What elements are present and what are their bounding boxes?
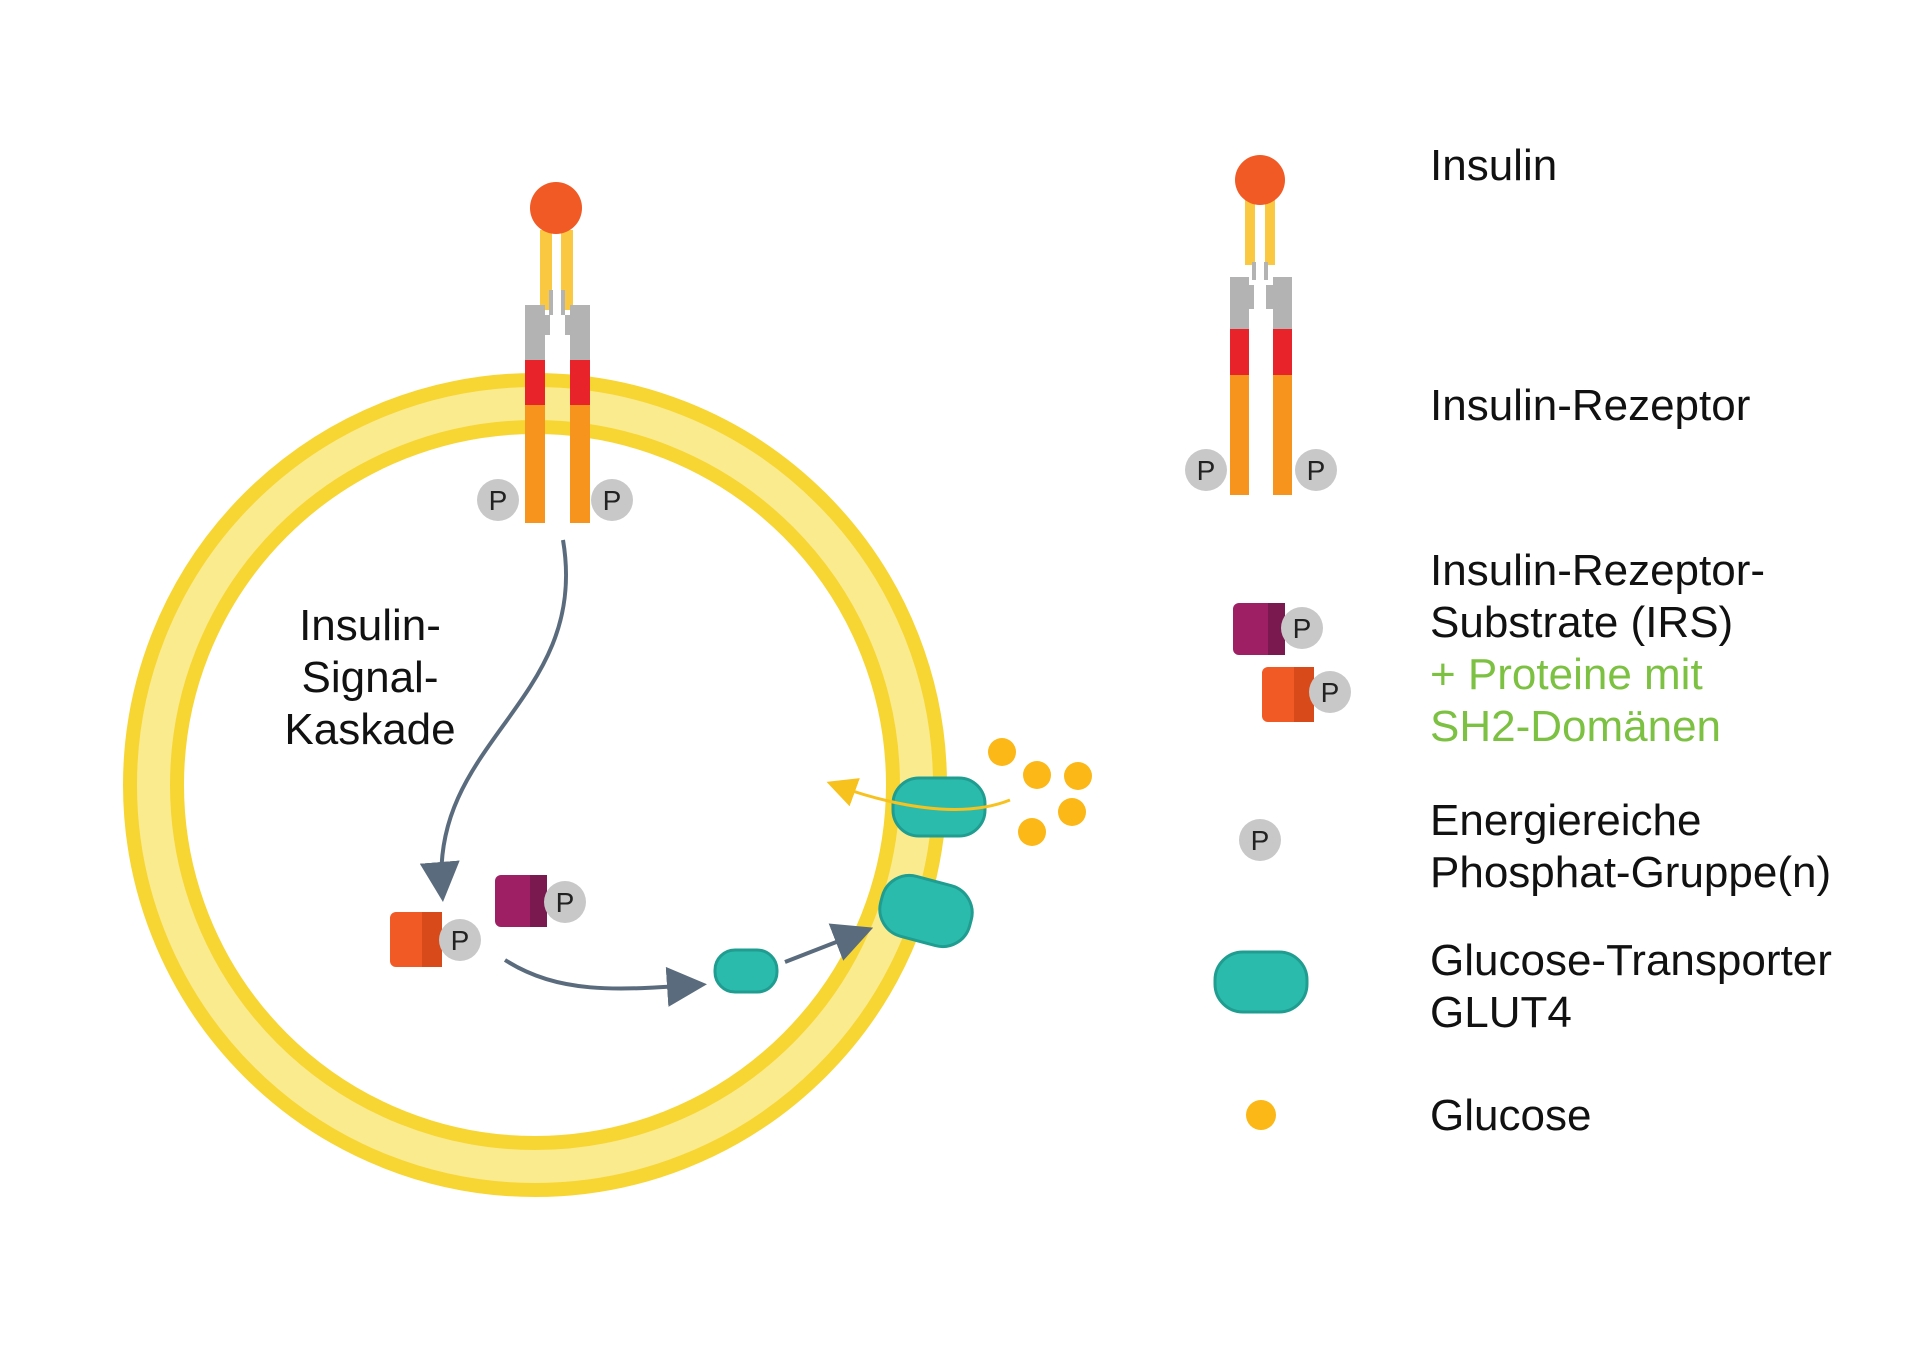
legend-receptor-icon: P P [1185, 262, 1337, 495]
translocation-arrow-1 [503, 958, 707, 1007]
receptor-phosphate-right: P [591, 479, 633, 521]
legend-irs-label: Insulin-Rezeptor- Substrate (IRS) + Prot… [1430, 545, 1765, 753]
svg-text:P: P [1197, 455, 1216, 486]
svg-text:P: P [1251, 825, 1270, 856]
legend-glut4-label: Glucose-Transporter GLUT4 [1430, 935, 1832, 1039]
legend-glut4-line-1: Glucose-Transporter [1430, 936, 1832, 985]
membrane-insulin-receptor [525, 182, 590, 523]
legend-phosphate-icon: P [1239, 819, 1281, 861]
legend-phosphate-line-2: Phosphat-Gruppe(n) [1430, 848, 1832, 897]
legend-insulin-label: Insulin [1430, 141, 1558, 190]
glut4-membrane-upper [891, 776, 987, 838]
legend-insulin-icon [1235, 155, 1285, 265]
legend-receptor-label: Insulin-Rezeptor [1430, 381, 1751, 430]
legend-irs-icon: P [1233, 603, 1323, 655]
legend-sh2-line-2: SH2-Domänen [1430, 702, 1722, 751]
glucose-uptake-arrow [826, 778, 1011, 811]
svg-text:P: P [489, 485, 508, 516]
glucose-molecules [988, 738, 1092, 846]
cascade-line-2: Signal- [301, 653, 439, 702]
sh2-protein: P [390, 912, 481, 967]
legend-glucose-icon [1246, 1100, 1276, 1130]
cascade-line-1: Insulin- [299, 601, 441, 650]
svg-text:P: P [1307, 455, 1326, 486]
legend-sh2-icon: P [1262, 667, 1351, 722]
receptor-phosphate-left: P [477, 479, 519, 521]
legend-glucose-label: Glucose [1430, 1091, 1592, 1140]
legend-sh2-line-1: + Proteine mit [1430, 650, 1703, 699]
svg-text:P: P [1293, 613, 1312, 644]
legend-phosphate-label: Energiereiche Phosphat-Gruppe(n) [1430, 795, 1831, 899]
legend-glut4-icon [1213, 950, 1309, 1014]
irs-protein: P [495, 875, 586, 927]
legend-phosphate-line-1: Energiereiche [1430, 796, 1702, 845]
translocation-arrow-2 [784, 923, 874, 964]
cascade-arrow [419, 539, 568, 902]
cascade-label: Insulin- Signal- Kaskade [240, 600, 500, 756]
cascade-line-3: Kaskade [284, 705, 456, 754]
svg-text:P: P [603, 485, 622, 516]
cell-membrane [123, 373, 947, 1197]
legend-glut4-line-2: GLUT4 [1430, 988, 1572, 1037]
glut4-membrane-lower [878, 873, 974, 949]
svg-text:P: P [556, 887, 575, 918]
svg-text:P: P [451, 925, 470, 956]
bound-insulin [530, 182, 582, 234]
legend-irs-line-1: Insulin-Rezeptor- [1430, 546, 1766, 595]
glut4-vesicle [713, 948, 779, 994]
legend-irs-line-2: Substrate (IRS) [1430, 598, 1734, 647]
svg-text:P: P [1321, 677, 1340, 708]
